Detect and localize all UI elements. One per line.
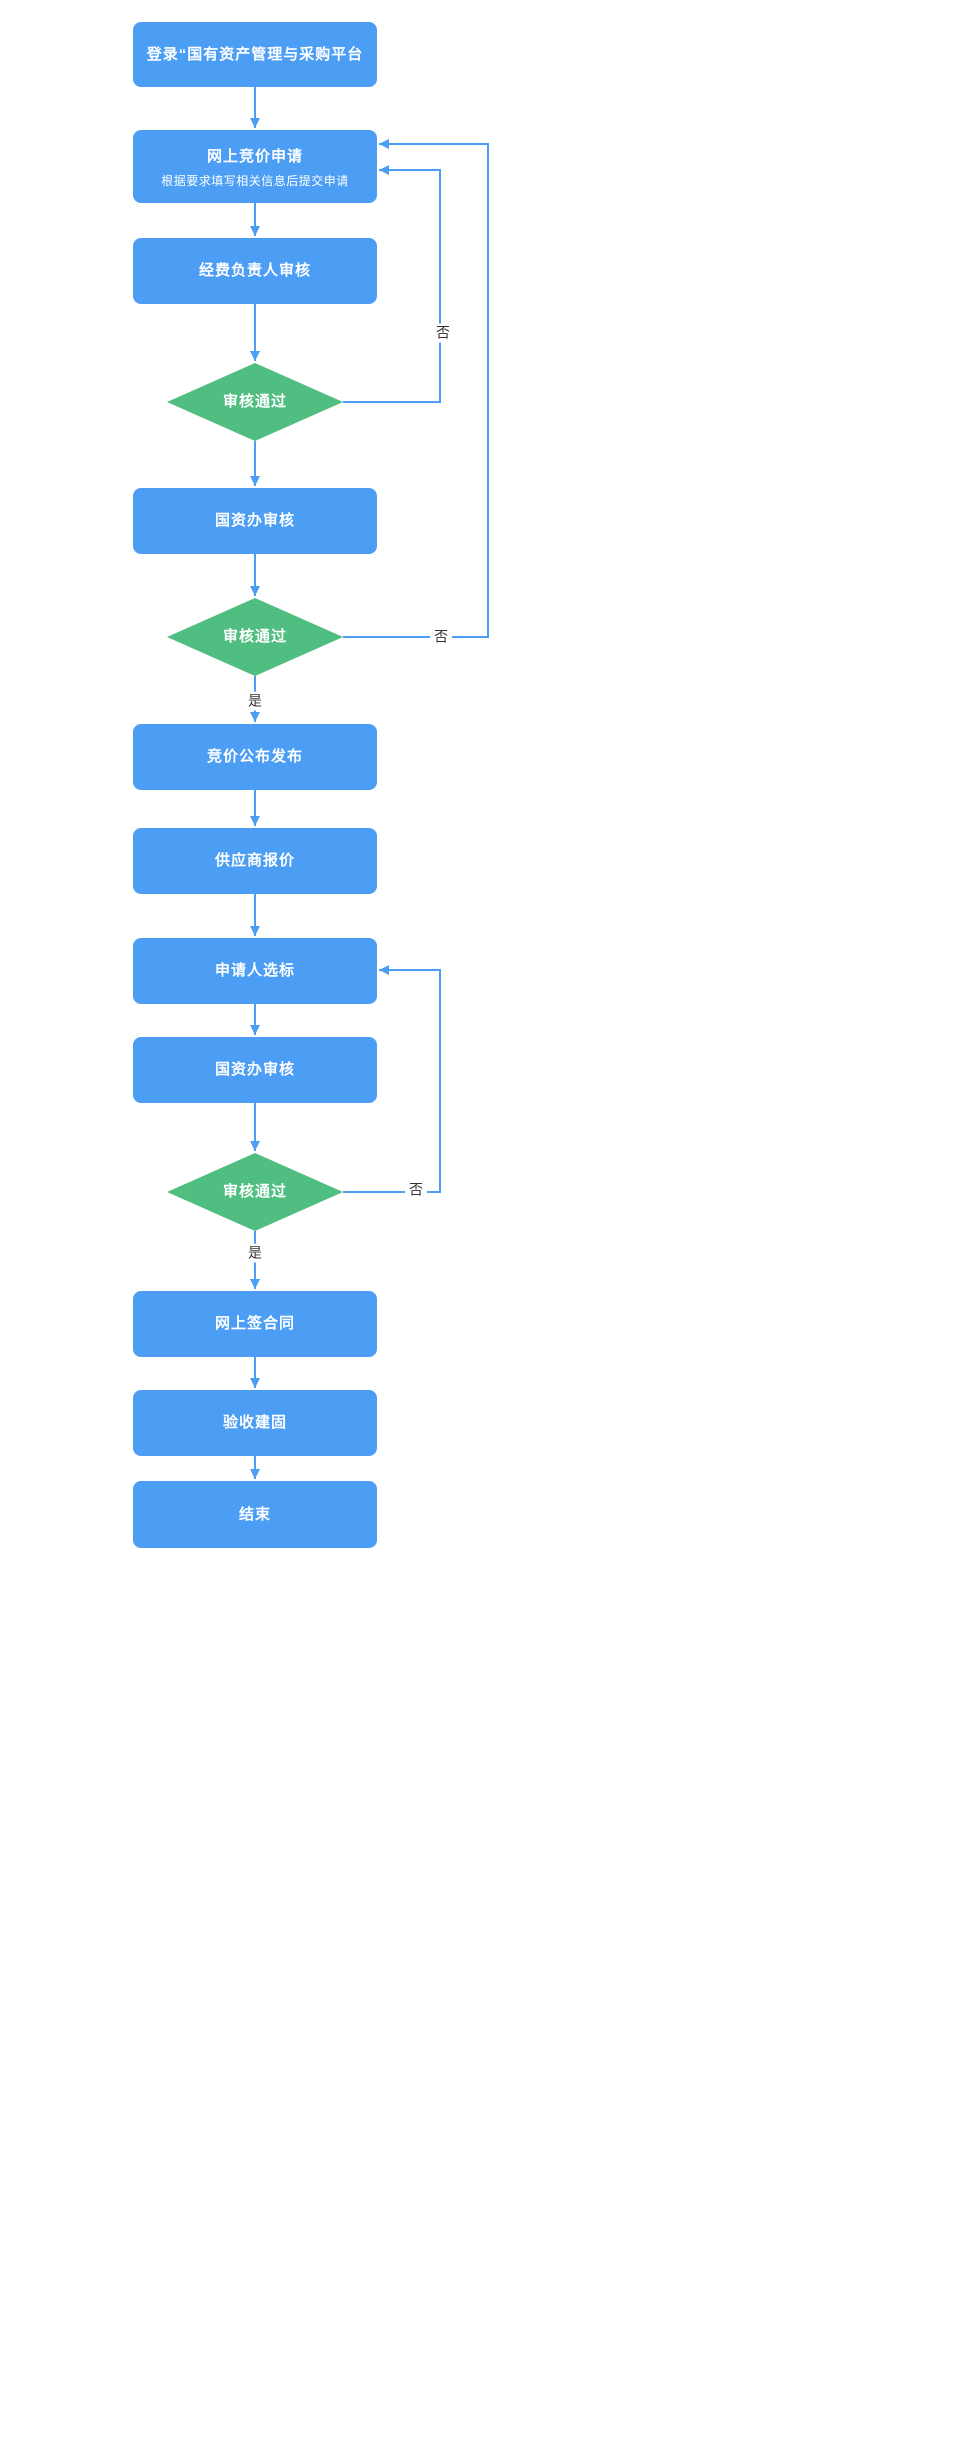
node-gzb-review-1: 国资办审核	[133, 488, 377, 554]
node-login: 登录“国有资产管理与采购平台	[133, 22, 377, 87]
node-online-bid-apply-title: 网上竞价申请	[206, 147, 303, 165]
edge-label-yes-2: 是	[244, 1243, 266, 1263]
node-supplier-quote-label: 供应商报价	[214, 852, 295, 870]
node-sign-contract-online-label: 网上签合同	[214, 1315, 295, 1333]
node-review-pass-1-label: 审核通过	[222, 393, 287, 411]
edge-label-no-3: 否	[405, 1180, 427, 1200]
node-acceptance-label: 验收建固	[222, 1414, 287, 1432]
node-end: 结束	[133, 1481, 377, 1548]
node-applicant-select-bid-label: 申请人选标	[214, 962, 295, 980]
node-review-pass-3-label: 审核通过	[222, 1183, 287, 1201]
node-supplier-quote: 供应商报价	[133, 828, 377, 894]
node-applicant-select-bid: 申请人选标	[133, 938, 377, 1004]
node-gzb-review-2-label: 国资办审核	[214, 1061, 295, 1079]
node-online-bid-apply-subtitle: 根据要求填写相关信息后提交申请	[161, 173, 349, 188]
edge-decision-1-no-loop-to-apply	[343, 165, 441, 403]
node-bid-announce-publish-label: 竞价公布发布	[206, 748, 303, 766]
node-funding-head-review: 经费负责人审核	[133, 238, 377, 304]
node-funding-head-review-label: 经费负责人审核	[198, 262, 311, 280]
node-login-label: 登录“国有资产管理与采购平台	[146, 45, 364, 63]
edge-label-yes-1: 是	[244, 691, 266, 711]
node-bid-announce-publish: 竞价公布发布	[133, 724, 377, 790]
node-acceptance: 验收建固	[133, 1390, 377, 1456]
node-sign-contract-online: 网上签合同	[133, 1291, 377, 1357]
node-gzb-review-1-label: 国资办审核	[214, 512, 295, 530]
node-review-pass-2-label: 审核通过	[222, 628, 287, 646]
edge-label-no-1: 否	[432, 323, 454, 343]
node-gzb-review-2: 国资办审核	[133, 1037, 377, 1103]
edge-decision-3-no-loop-to-select-bid	[343, 965, 441, 1193]
node-end-label: 结束	[238, 1505, 271, 1523]
node-online-bid-apply: 网上竞价申请 根据要求填写相关信息后提交申请	[133, 130, 377, 203]
edge-label-no-2: 否	[430, 627, 452, 647]
edge-decision-2-no-loop-to-apply	[343, 139, 489, 638]
